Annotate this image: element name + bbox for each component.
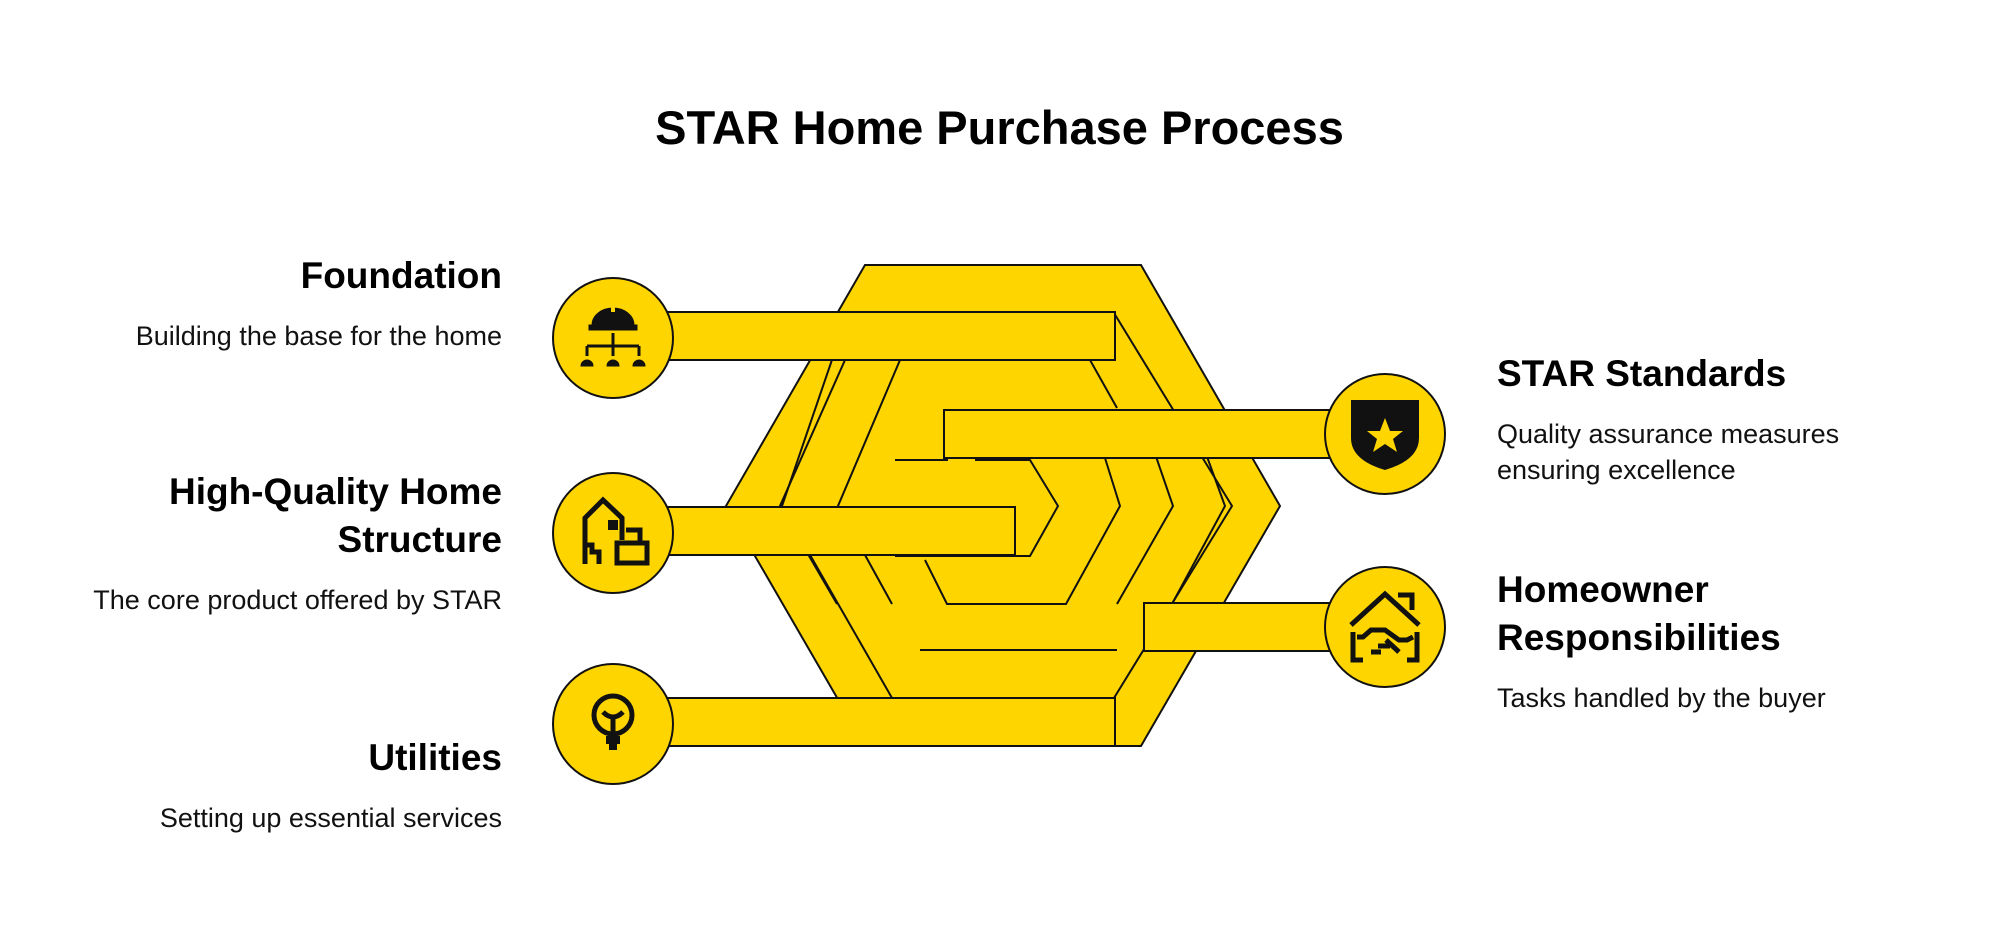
- step-title: Homeowner Responsibilities: [1497, 569, 1781, 658]
- channel-line: [924, 409, 1122, 605]
- page-title: STAR Home Purchase Process: [655, 101, 1344, 154]
- node-homeowner: [1324, 566, 1446, 688]
- step-homeowner-responsibilities: Homeowner Responsibilities Tasks handled…: [1497, 566, 1937, 716]
- connector-homeowner: [1143, 602, 1350, 652]
- step-description: Building the base for the home: [135, 321, 502, 351]
- house-building-icon: [582, 496, 650, 566]
- step-description: Setting up essential services: [159, 803, 502, 833]
- step-utilities: Utilities Setting up essential services: [62, 734, 502, 836]
- step-title: High-Quality Home Structure: [168, 471, 502, 560]
- connector-utilities: [654, 697, 1116, 747]
- shield-star-icon: [1351, 400, 1419, 470]
- step-description: The core product offered by STAR: [93, 585, 502, 615]
- connector-foundation: [654, 311, 1116, 361]
- step-title: Utilities: [368, 737, 502, 778]
- step-title: STAR Standards: [1497, 353, 1787, 394]
- node-structure: [552, 472, 674, 594]
- hardhat-org-icon: [580, 302, 646, 367]
- step-foundation: Foundation Building the base for the hom…: [62, 252, 502, 354]
- connector-star: [943, 409, 1350, 459]
- step-description: Tasks handled by the buyer: [1497, 683, 1826, 713]
- step-title: Foundation: [300, 255, 502, 296]
- step-star-standards: STAR Standards Quality assurance measure…: [1497, 350, 1937, 488]
- connector-structure: [654, 506, 1016, 556]
- step-description: Quality assurance measures ensuring exce…: [1497, 419, 1840, 485]
- step-home-structure: High-Quality Home Structure The core pro…: [62, 468, 502, 618]
- lightbulb-icon: [591, 693, 635, 750]
- house-handshake-icon: [1349, 590, 1421, 663]
